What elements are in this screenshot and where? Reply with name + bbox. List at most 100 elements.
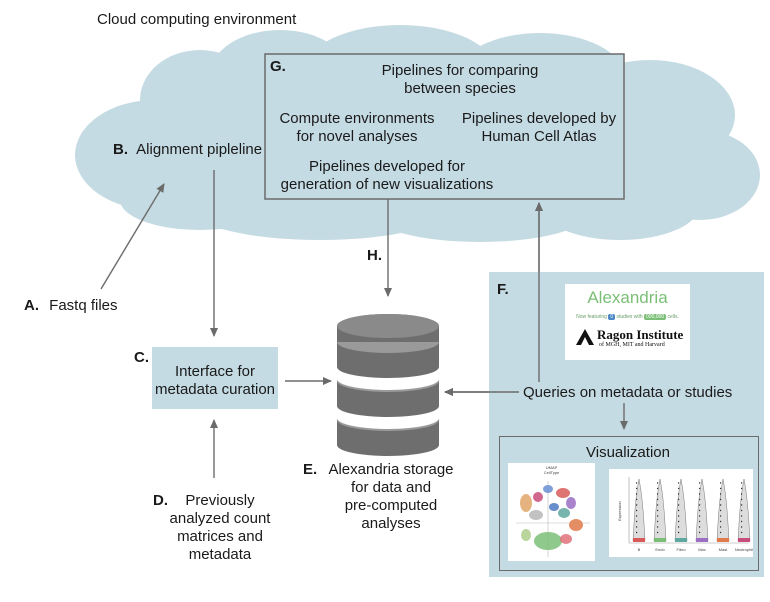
feature-suffix: cells. <box>667 314 679 320</box>
violin-point <box>635 493 638 495</box>
violin-mac <box>695 478 709 542</box>
pipelines-species-line2: between species <box>404 80 516 97</box>
hca-pipelines-line2: Human Cell Atlas <box>481 128 597 145</box>
violin-category-label: Fibro <box>676 547 686 552</box>
violin-point <box>719 493 722 495</box>
violin-category-label: Mac <box>698 547 706 552</box>
visualization-title: Visualization <box>586 444 670 461</box>
violin-point <box>698 526 701 528</box>
violin-point <box>656 498 659 501</box>
visualization-box <box>499 436 759 571</box>
label-h-letter: H. <box>367 247 382 264</box>
violin-point <box>677 509 680 512</box>
violin-point <box>635 509 638 512</box>
alexandria-card: Alexandria Now featuring 0 studies with … <box>565 284 690 360</box>
label-c-letter: C. <box>134 349 149 366</box>
violin-point <box>698 531 701 534</box>
violin-fibro <box>674 478 688 542</box>
violin-point <box>719 487 722 490</box>
violin-plot <box>628 477 751 544</box>
violin-point <box>635 487 638 490</box>
label-a-letter: A. <box>24 297 39 314</box>
pipelines-box <box>264 53 625 200</box>
alignment-node: B. Alignment pipleline <box>113 141 262 159</box>
violin-point <box>656 493 659 495</box>
violin-point <box>698 493 701 495</box>
violin-point <box>656 526 659 528</box>
feature-prefix: Now featuring <box>576 314 607 320</box>
violin-mast <box>716 478 730 542</box>
umap-plot <box>516 481 590 557</box>
studies-count-badge: 0 <box>608 314 616 320</box>
storage-line2: for data and <box>350 479 432 496</box>
ragon-subtitle: of MGH, MIT and Harvard <box>599 342 665 348</box>
queries-text: Queries on metadata or studies <box>523 384 733 401</box>
violin-point <box>719 520 722 523</box>
viz-pipelines-line2: generation of new visualizations <box>280 176 494 193</box>
violin-point <box>656 520 659 523</box>
label-b-letter: B. <box>113 141 128 158</box>
violin-base-endo <box>654 538 666 542</box>
previous-matrices-text: Previously analyzed count matrices and m… <box>160 492 280 564</box>
violin-category-label: B <box>637 547 641 552</box>
violin-point <box>740 531 743 534</box>
hca-pipelines-text: Pipelines developed by Human Cell Atlas <box>454 110 624 146</box>
alexandria-feature-line: Now featuring 0 studies with 000,000 cel… <box>565 314 690 320</box>
umap-clusters <box>520 485 583 550</box>
violin-point <box>698 515 701 517</box>
violin-point <box>719 482 722 484</box>
violin-point <box>740 482 743 484</box>
violin-neutrophil <box>737 478 751 542</box>
violin-point <box>740 487 743 490</box>
compute-env-line1: Compute environments <box>279 110 435 127</box>
storage-text: Alexandria storage for data and pre-comp… <box>316 461 466 533</box>
violin-category-label: Neutrophil <box>734 547 754 552</box>
umap-title-line2: CellType <box>543 470 560 475</box>
violin-point <box>719 509 722 512</box>
violin-point <box>740 520 743 523</box>
violin-point <box>677 498 680 501</box>
viz-pipelines-line1: Pipelines developed for <box>309 158 465 175</box>
fastq-text: Fastq files <box>49 297 118 314</box>
hca-pipelines-line1: Pipelines developed by <box>461 110 617 127</box>
cells-count-badge: 000,000 <box>644 314 667 320</box>
violin-point <box>635 515 638 517</box>
label-f-letter: F. <box>497 281 509 298</box>
label-e-letter: E. <box>303 461 318 478</box>
pipelines-species-text: Pipelines for comparing between species <box>360 62 560 98</box>
violin-point <box>635 482 638 484</box>
previous-line4: metadata <box>188 546 252 563</box>
violin-point <box>677 520 680 523</box>
ragon-mark-icon <box>576 329 594 345</box>
pipelines-species-line1: Pipelines for comparing <box>381 62 539 79</box>
violin-point <box>740 498 743 501</box>
compute-env-text: Compute environments for novel analyses <box>272 110 442 146</box>
violin-b <box>632 478 646 542</box>
arrow-fastq-to-alignment <box>100 183 165 290</box>
previous-line1: Previously <box>185 492 255 509</box>
violin-point <box>740 504 743 506</box>
violin-point <box>677 482 680 484</box>
violin-ylabel: Expression <box>617 501 622 521</box>
violin-endo <box>653 478 667 542</box>
violin-point <box>719 504 722 506</box>
violin-base-fibro <box>675 538 687 542</box>
label-g-letter: G. <box>270 58 286 75</box>
violin-base-mac <box>696 538 708 542</box>
violin-category-label: Mast <box>718 547 728 552</box>
violin-point <box>656 531 659 534</box>
alignment-text: Alignment pipleline <box>136 141 263 158</box>
storage-line3: pre-computed <box>344 497 438 514</box>
previous-line3: matrices and <box>177 528 263 545</box>
violin-point <box>698 520 701 523</box>
label-d-letter: D. <box>153 492 168 509</box>
violin-point <box>719 531 722 534</box>
violin-point <box>635 526 638 528</box>
violin-point <box>698 487 701 490</box>
violin-base-neutrophil <box>738 538 750 542</box>
fastq-node: A. Fastq files <box>24 297 118 315</box>
violin-point <box>719 526 722 528</box>
violin-point <box>740 493 743 495</box>
